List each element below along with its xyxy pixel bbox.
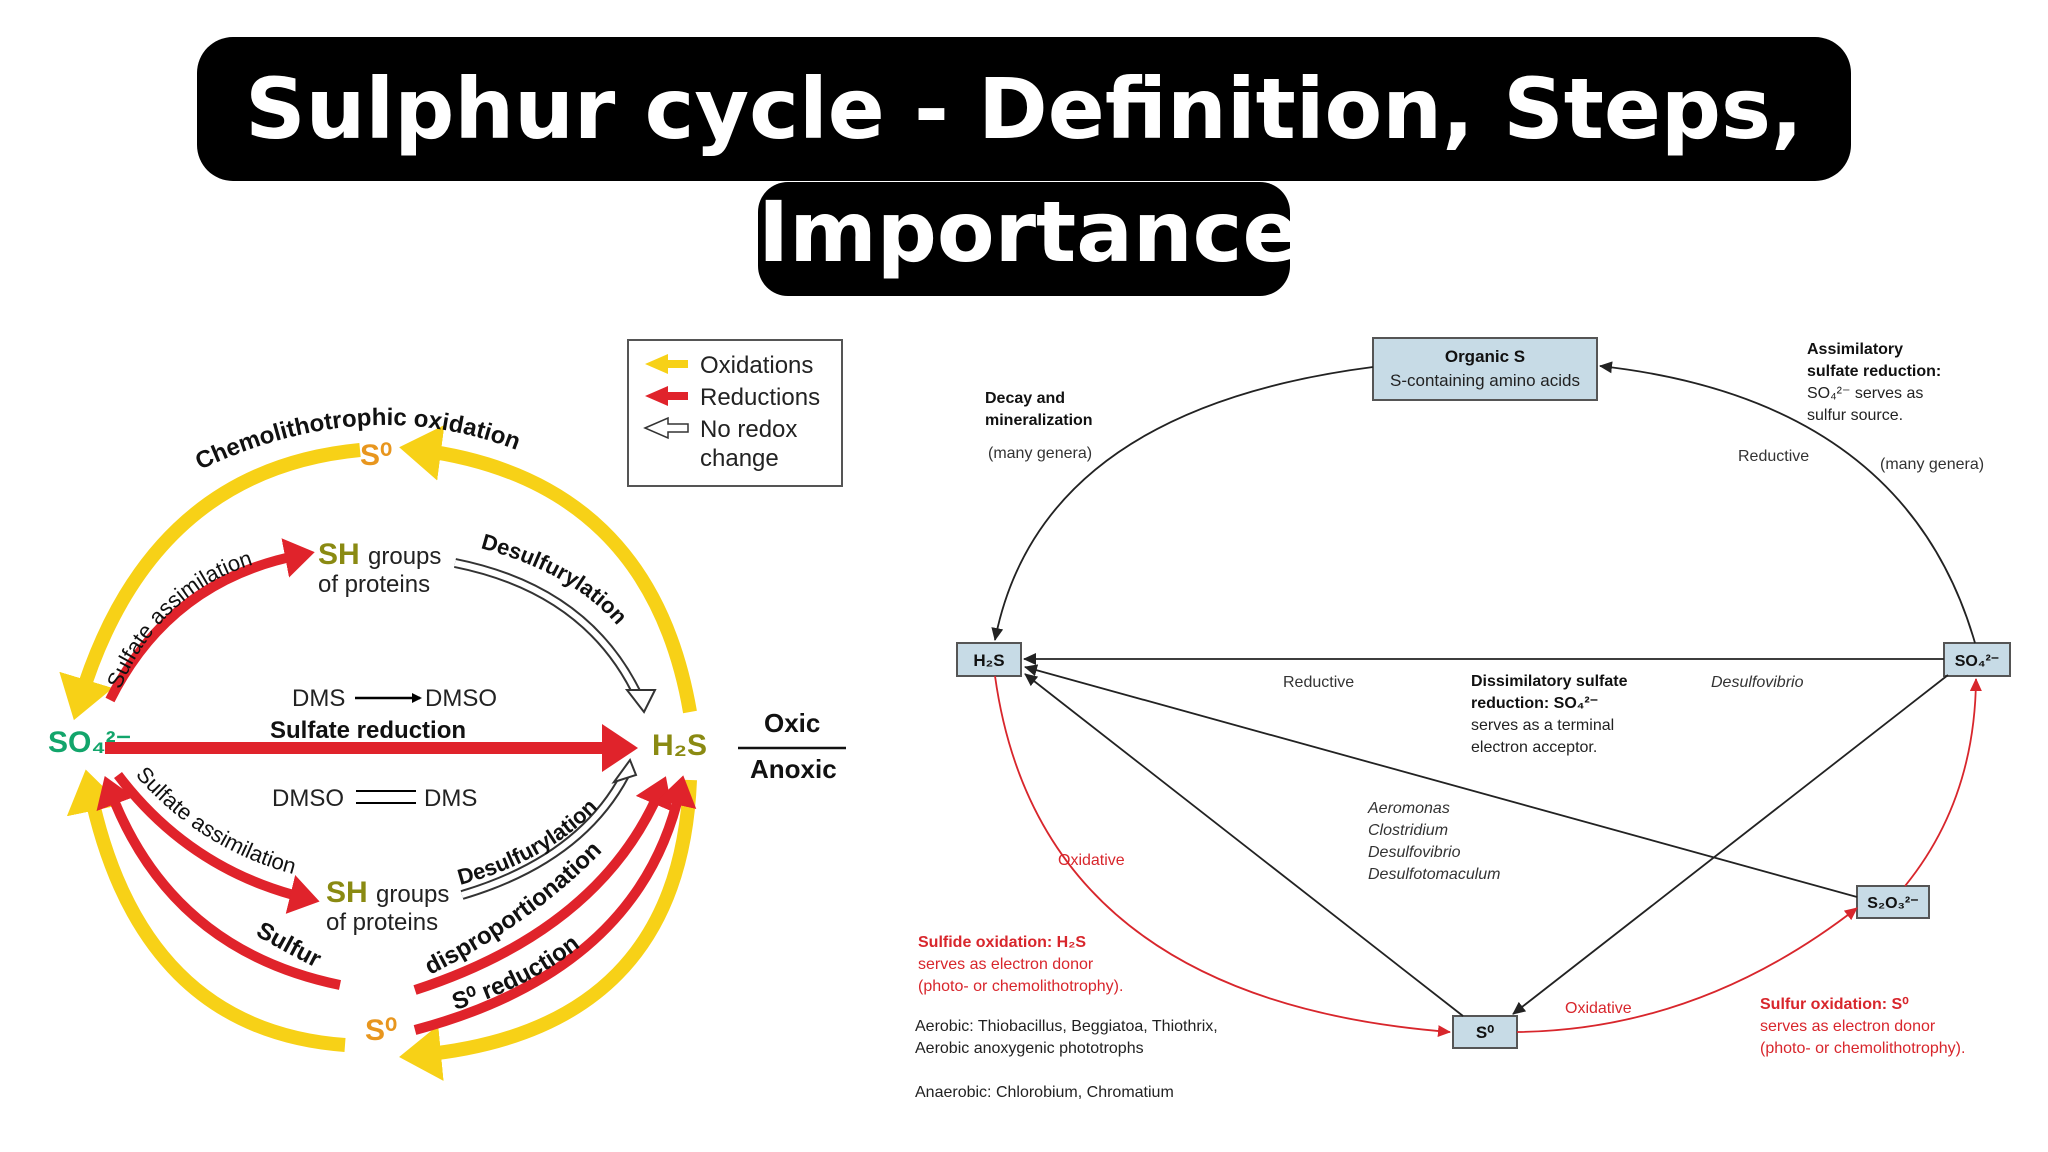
anoxic-label: Anoxic	[750, 754, 837, 784]
assim-label-3: SO₄²⁻ serves as	[1807, 385, 1923, 402]
organic-s-box: Organic S S-containing amino acids	[1372, 337, 1598, 401]
aerobic-label-1: Aerobic: Thiobacillus, Beggiatoa, Thioth…	[915, 1018, 1218, 1035]
s2o3-to-h2s-arrow	[1024, 664, 1858, 898]
sulfur-ox-label-3: (photo- or chemolithotrophy).	[1760, 1040, 1965, 1057]
so4-label: SO₄²⁻	[48, 726, 131, 759]
sulfur-ox-label-2: serves as electron donor	[1760, 1018, 1936, 1035]
sh-bottom-groups: groups	[376, 881, 449, 908]
yellow-arc-bottom-left	[66, 769, 346, 1052]
page-title-line2: Importance	[758, 182, 1299, 296]
s2o3-box: S₂O₃²⁻	[1856, 885, 1930, 919]
sulfur-disproportionation-right-arrow	[413, 776, 673, 995]
sulfide-oxidation-arrow	[994, 675, 1451, 1038]
genus-aeromonas: Aeromonas	[1367, 800, 1450, 817]
s2o3-to-so4-arrow	[1904, 678, 1982, 887]
legend-reductions: Reductions	[700, 384, 820, 411]
sulfate-reduction-label: Sulfate reduction	[270, 717, 466, 744]
legend-no-redox-2: change	[700, 445, 779, 472]
oxidative-left-label: Oxidative	[1058, 852, 1125, 869]
legend: Oxidations Reductions No redox change	[627, 339, 843, 487]
dms-top-a: DMS	[292, 685, 345, 712]
sulfur-ox-label-1: Sulfur oxidation: S⁰	[1760, 996, 1909, 1013]
s0-to-s2o3-arrow	[1516, 907, 1858, 1033]
h2s-label: H₂S	[652, 729, 707, 762]
assimilatory-arrow	[1599, 361, 1976, 644]
dmso-top-b: DMSO	[425, 685, 497, 712]
dissim-label-4: electron acceptor.	[1471, 739, 1597, 756]
yellow-arc-top-right	[399, 424, 697, 714]
no-redox-arrow-icon	[643, 416, 689, 440]
s0-to-h2s-arrow	[1024, 673, 1464, 1017]
dms-bottom-b: DMS	[424, 785, 477, 812]
desulfurylation-top-arrow-head	[624, 689, 657, 714]
sulfide-ox-label-2: serves as electron donor	[918, 956, 1094, 973]
many-genera-left: (many genera)	[988, 445, 1092, 462]
desulfurylation-top-arrow-fill	[454, 560, 643, 702]
so4-box: SO₄²⁻	[1943, 642, 2011, 677]
sulfide-ox-label-3: (photo- or chemolithotrophy).	[918, 978, 1123, 995]
oxidation-arrow-icon	[645, 354, 688, 374]
desulfurylation-bottom-arrow-fill	[461, 773, 628, 898]
legend-no-redox-1: No redox	[700, 416, 797, 443]
dmso-bottom-a: DMSO	[272, 785, 344, 812]
so4-node-label: SO₄²⁻	[1955, 653, 2000, 670]
h2s-box: H₂S	[956, 642, 1022, 677]
sh-top-proteins: of proteins	[318, 571, 430, 598]
yellow-arc-bottom-right	[399, 779, 697, 1081]
sulfate-assimilation-bottom-arrow	[114, 771, 320, 914]
h2s-node-label: H₂S	[973, 651, 1004, 670]
oxic-label: Oxic	[764, 708, 820, 738]
assim-label-4: sulfur source.	[1807, 407, 1903, 424]
anaerobic-label: Anaerobic: Chlorobium, Chromatium	[915, 1084, 1174, 1101]
decay-arrow	[991, 366, 1374, 641]
dissim-label-3: serves as a terminal	[1471, 717, 1614, 734]
sulfur-disproportionation-left-arrow	[96, 775, 342, 990]
title-banner: Sulphur cycle - Definition, Steps, Types…	[0, 0, 2048, 302]
genus-desulfotomaculum: Desulfotomaculum	[1368, 866, 1501, 883]
decay-label-2: mineralization	[985, 412, 1093, 429]
aerobic-label-2: Aerobic anoxygenic phototrophs	[915, 1040, 1144, 1057]
oxidative-bottom-label: Oxidative	[1565, 1000, 1632, 1017]
desulfovibrio-label: Desulfovibrio	[1711, 674, 1804, 691]
sulfide-ox-label-1: Sulfide oxidation: H₂S	[918, 934, 1086, 951]
s0-bottom-label: S⁰	[365, 1014, 397, 1047]
sh-top-groups: groups	[368, 543, 441, 570]
s0-box: S⁰	[1452, 1015, 1518, 1049]
genus-clostridium: Clostridium	[1368, 822, 1448, 839]
sh-bottom-label: SH	[326, 876, 368, 909]
s0-node-label: S⁰	[1476, 1023, 1494, 1042]
organic-s-title: Organic S	[1445, 347, 1525, 366]
sh-top-label: SH	[318, 538, 360, 571]
so4-to-s0-arrow	[1512, 674, 1949, 1015]
s2o3-node-label: S₂O₃²⁻	[1867, 895, 1918, 912]
legend-oxidations: Oxidations	[700, 352, 813, 379]
decay-label-1: Decay and	[985, 390, 1065, 407]
s0-reduction-arrow	[413, 775, 697, 1035]
assim-label-1: Assimilatory	[1807, 341, 1903, 358]
reduction-arrow-icon	[645, 386, 688, 406]
sulfate-assimilation-top-arrow	[105, 538, 315, 703]
reductive-top-label: Reductive	[1738, 448, 1809, 465]
reductive-mid-label: Reductive	[1283, 674, 1354, 691]
assim-label-2: sulfate reduction:	[1807, 363, 1941, 380]
s0-top-label: S⁰	[360, 439, 392, 472]
sh-bottom-proteins: of proteins	[326, 909, 438, 936]
organic-s-subtitle: S-containing amino acids	[1390, 371, 1580, 390]
many-genera-right: (many genera)	[1880, 456, 1984, 473]
dissim-label-1: Dissimilatory sulfate	[1471, 673, 1628, 690]
dissim-label-2: reduction: SO₄²⁻	[1471, 695, 1598, 712]
page-title-line1: Sulphur cycle - Definition, Steps, Types…	[197, 37, 1851, 302]
desulfurylation-bottom-arrow-head	[611, 757, 638, 784]
yellow-arc-top-left	[59, 443, 361, 721]
genus-desulfovibrio: Desulfovibrio	[1368, 844, 1461, 861]
